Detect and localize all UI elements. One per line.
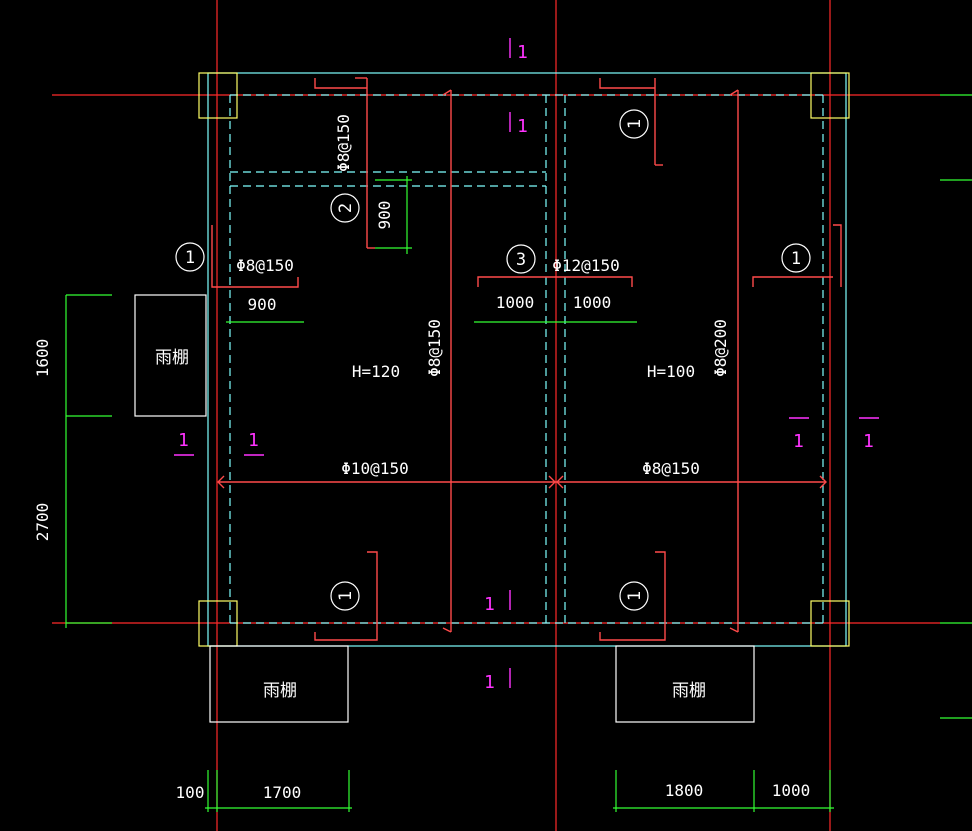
canopy-label-left: 雨棚 (155, 348, 189, 368)
rebar-left-top (228, 277, 299, 288)
label-vert-mid-left: Φ8@150 (425, 319, 444, 377)
callout-circle (175, 242, 205, 272)
rebar-top-left-neg (314, 78, 367, 89)
label-mid-1000-right: 1000 (573, 293, 612, 312)
dimension-lines (65, 176, 834, 812)
rebar-bottom-right-neg (599, 551, 666, 641)
canopy-bottom-right (615, 645, 755, 723)
canopy-label-bottom-right: 雨棚 (672, 681, 706, 701)
section-mark-top-outer: 1 (517, 42, 528, 63)
canopy-labels: 雨棚 雨棚 雨棚 (155, 348, 706, 701)
rebar-vert-left-hook-b (442, 627, 452, 633)
grid-stubs (940, 94, 972, 719)
rebar-right-hook (833, 224, 842, 287)
section-mark-bars (174, 38, 879, 688)
callout-circle (781, 243, 811, 273)
dim-label-bottom-1800: 1800 (665, 781, 704, 800)
rebar-horiz-hook-left (217, 475, 225, 489)
dim-label-bottom-100: 100 (176, 783, 205, 802)
section-mark-right-outer: 1 (863, 431, 874, 452)
label-mid-1000-left: 1000 (496, 293, 535, 312)
section-mark-top-inner: 1 (517, 116, 528, 137)
canopies (134, 294, 755, 723)
rebar-labels: Φ8@150 900 Φ8@150 900 Φ12@150 1000 1000 … (236, 114, 730, 478)
callout-circle (506, 244, 536, 274)
section-mark-left-inner: 1 (248, 430, 259, 451)
rebar-vert-right-hook-a (729, 89, 739, 96)
label-slab-right-h: H=100 (647, 362, 695, 381)
walls (207, 72, 847, 647)
label-900-vert: 900 (375, 201, 394, 230)
callout-circle (619, 581, 649, 611)
label-vert-left-top: Φ8@150 (334, 114, 353, 172)
section-mark-right-inner: 1 (793, 431, 804, 452)
canopy-label-bottom-left: 雨棚 (263, 681, 297, 701)
label-slab-left-h: H=120 (352, 362, 400, 381)
dim-label-left-lower: 2700 (33, 503, 52, 542)
rebar-horiz-hook-right (819, 475, 827, 489)
rebar-vert-right-hook-b (729, 627, 739, 633)
label-bottom-bar-right: Φ8@150 (642, 459, 700, 478)
callout-c1-bottom-left: 1 (336, 591, 356, 601)
rebar-horiz-hook-mid (548, 475, 556, 489)
section-mark-bottom-outer: 1 (484, 672, 495, 693)
callout-c1-bottom-right: 1 (625, 591, 645, 601)
section-mark-bottom-inner: 1 (484, 594, 495, 615)
column-bottom-right (810, 600, 850, 647)
callout-c1-right: 1 (791, 249, 801, 269)
canopy-left (134, 294, 207, 417)
dim-label-bottom-1000: 1000 (772, 781, 811, 800)
label-left-top-bar: Φ8@150 (236, 256, 294, 275)
column-top-left (198, 72, 238, 119)
label-bottom-bar-left: Φ10@150 (341, 459, 408, 478)
dim-label-bottom-1700: 1700 (263, 783, 302, 802)
callout-c1-top: 1 (625, 119, 645, 129)
dimension-labels: 1600 2700 100 1700 1800 1000 (33, 339, 810, 802)
rebar-bottom-left-neg (314, 551, 378, 641)
label-vert-right: Φ8@200 (711, 319, 730, 377)
callout-c1-left: 1 (185, 248, 195, 268)
callout-circles (175, 109, 811, 611)
outer-wall (207, 72, 847, 647)
label-mid-top-bar: Φ12@150 (552, 256, 619, 275)
callout-c3: 3 (516, 250, 526, 270)
column-top-right (810, 72, 850, 119)
dim-label-left-upper: 1600 (33, 339, 52, 378)
canopy-bottom-left (209, 645, 349, 723)
callout-circle (330, 581, 360, 611)
callout-numbers: 1 2 1 3 1 1 1 (185, 119, 801, 601)
rebar-top-right-neg (599, 78, 655, 89)
callout-circle (619, 109, 649, 139)
section-mark-left-outer: 1 (178, 430, 189, 451)
rebars (211, 77, 842, 641)
label-left-900: 900 (248, 295, 277, 314)
callout-c2: 2 (336, 203, 356, 213)
rebar-right-top (752, 276, 833, 287)
rebar-left-hook (211, 225, 228, 288)
rebar-horiz-hook-mid2 (556, 475, 564, 489)
rebar-vert-left-hooks (442, 89, 452, 96)
section-marks: 1 1 1 1 1 1 1 1 (178, 42, 874, 693)
callout-circle (330, 193, 360, 223)
rebar-mid-top (477, 276, 633, 287)
